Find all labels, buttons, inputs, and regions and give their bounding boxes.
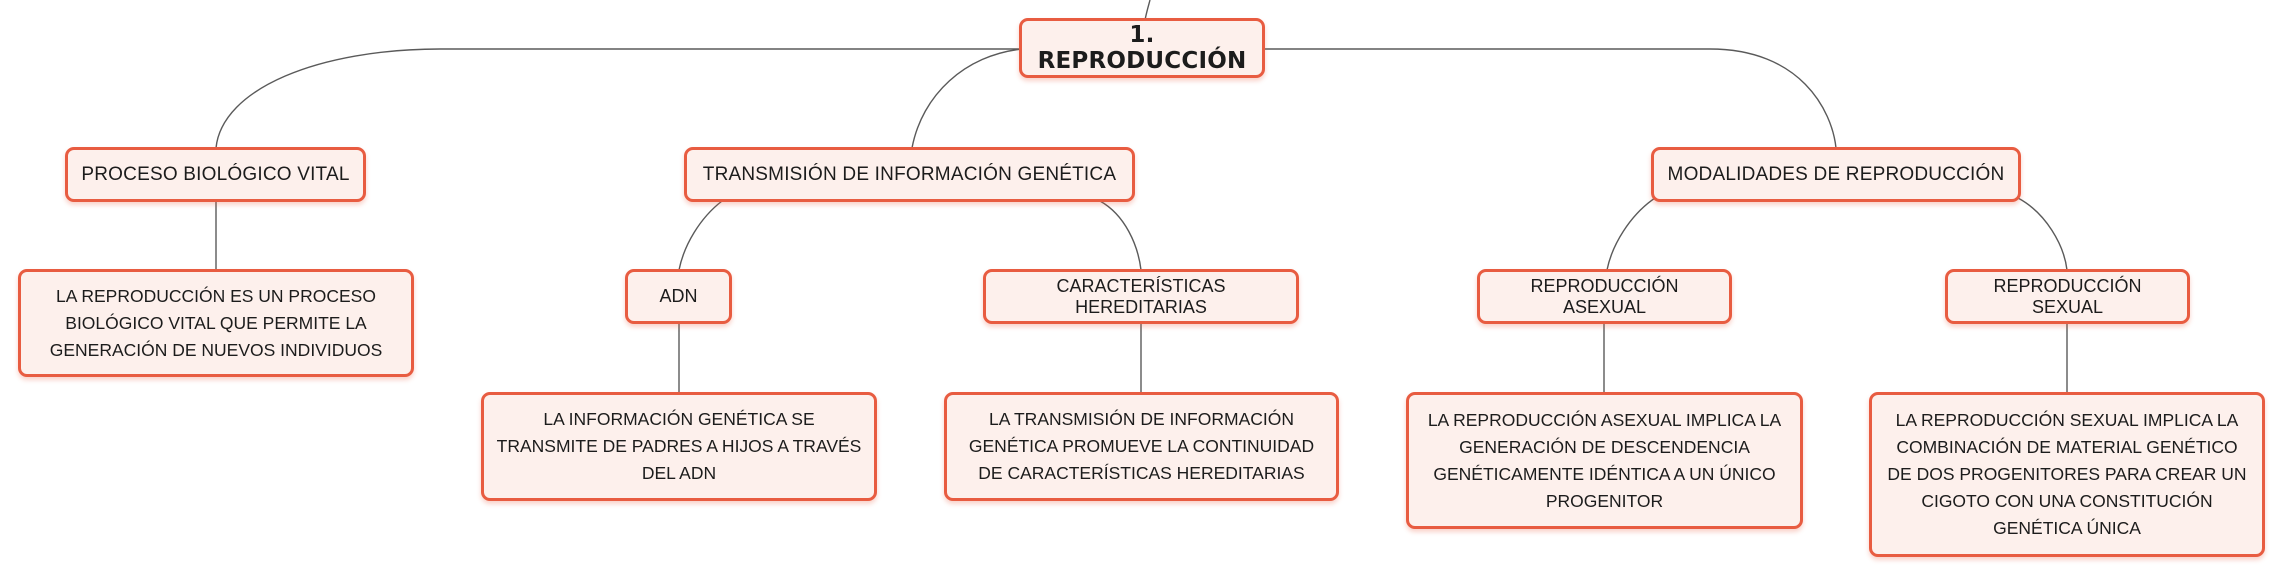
connector-root-to-parent bbox=[1144, 0, 1151, 21]
detail-reproduccion-asexual[interactable]: LA REPRODUCCIÓN ASEXUAL IMPLICA LA GENER… bbox=[1406, 392, 1803, 529]
root-node[interactable]: 1. REPRODUCCIÓN bbox=[1019, 18, 1265, 78]
detail-reproduccion-sexual[interactable]: LA REPRODUCCIÓN SEXUAL IMPLICA LA COMBIN… bbox=[1869, 392, 2265, 557]
detail-proceso-biologico-vital[interactable]: LA REPRODUCCIÓN ES UN PROCESO BIOLÓGICO … bbox=[18, 269, 414, 377]
connector-root-to-branch-3 bbox=[1265, 48, 1837, 149]
detail-caracteristicas-hereditarias[interactable]: LA TRANSMISIÓN DE INFORMACIÓN GENÉTICA P… bbox=[944, 392, 1339, 501]
connector-root-to-branch-2 bbox=[911, 48, 1023, 149]
subnode-reproduccion-asexual[interactable]: REPRODUCCIÓN ASEXUAL bbox=[1477, 269, 1732, 324]
subnode-caracteristicas-hereditarias[interactable]: CARACTERÍSTICAS HEREDITARIAS bbox=[983, 269, 1299, 324]
connector-branch-2-to-adn bbox=[678, 200, 723, 271]
connector-root-to-branch-1 bbox=[215, 48, 1022, 149]
detail-adn[interactable]: LA INFORMACIÓN GENÉTICA SE TRANSMITE DE … bbox=[481, 392, 877, 501]
subnode-reproduccion-sexual[interactable]: REPRODUCCIÓN SEXUAL bbox=[1945, 269, 2190, 324]
branch-proceso-biologico-vital[interactable]: PROCESO BIOLÓGICO VITAL bbox=[65, 147, 366, 202]
branch-modalidades-reproduccion[interactable]: MODALIDADES DE REPRODUCCIÓN bbox=[1651, 147, 2021, 202]
connector-branch-3-to-sexual bbox=[2017, 197, 2068, 271]
subnode-adn[interactable]: ADN bbox=[625, 269, 732, 324]
branch-transmision-informacion-genetica[interactable]: TRANSMISIÓN DE INFORMACIÓN GENÉTICA bbox=[684, 147, 1135, 202]
connector-branch-3-to-asexual bbox=[1606, 197, 1656, 271]
connector-branch-2-to-hereditarias bbox=[1099, 200, 1142, 271]
